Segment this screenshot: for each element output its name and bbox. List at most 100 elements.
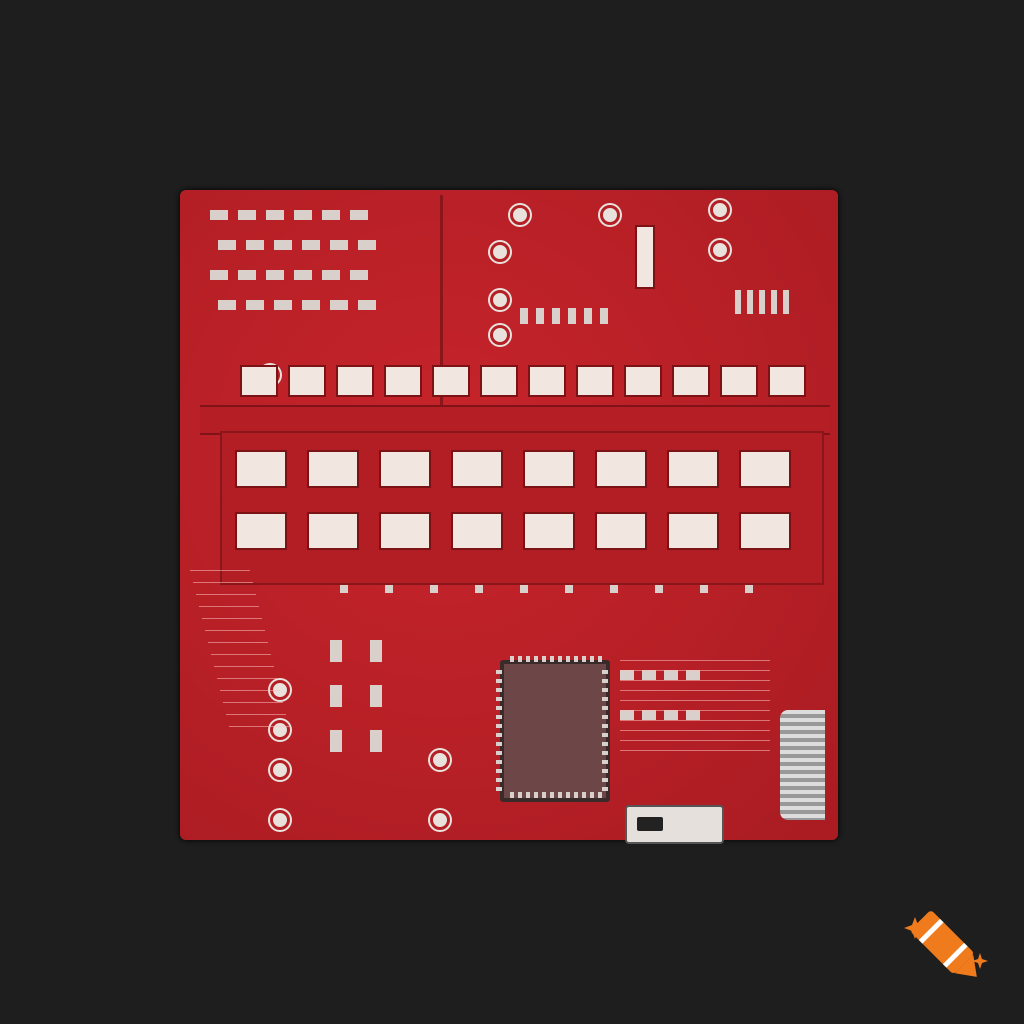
silkscreen-mark <box>600 308 608 324</box>
silkscreen-mark <box>238 270 256 280</box>
mounting-pad <box>600 205 620 225</box>
chip-pin <box>602 733 608 737</box>
circuit-trace <box>223 702 283 703</box>
silkscreen-mark <box>274 300 292 310</box>
via <box>340 585 348 593</box>
silkscreen-mark <box>322 270 340 280</box>
smd-component <box>664 710 678 720</box>
microcontroller-chip <box>496 656 610 802</box>
silkscreen-mark <box>350 270 368 280</box>
transistor-component <box>739 450 791 488</box>
smd-component <box>672 365 710 397</box>
circuit-trace <box>229 726 289 727</box>
circuit-trace <box>620 710 770 711</box>
circuit-trace <box>620 660 770 661</box>
chip-pin <box>590 656 594 662</box>
circuit-trace <box>190 570 250 571</box>
silkscreen-mark <box>210 270 228 280</box>
usb-port <box>625 805 724 844</box>
chip-pin <box>566 792 570 798</box>
transistor-component <box>739 512 791 550</box>
smd-component <box>624 365 662 397</box>
transistor-component <box>235 512 287 550</box>
chip-pin <box>496 688 502 692</box>
silkscreen-mark <box>218 300 236 310</box>
chip-pin <box>602 688 608 692</box>
smd-component <box>384 365 422 397</box>
chip-pin <box>602 760 608 764</box>
chip-pin <box>582 656 586 662</box>
silkscreen-mark <box>322 210 340 220</box>
mounting-pad <box>430 750 450 770</box>
silkscreen-mark <box>358 300 376 310</box>
transistor-component <box>523 512 575 550</box>
chip-pin <box>602 742 608 746</box>
smd-component <box>664 670 678 680</box>
circuit-trace <box>196 594 256 595</box>
circuit-trace <box>202 618 262 619</box>
smd-component <box>642 710 656 720</box>
chip-pin <box>496 769 502 773</box>
chip-pin <box>602 751 608 755</box>
smd-component <box>370 640 382 662</box>
circuit-trace <box>208 642 268 643</box>
circuit-trace <box>620 750 770 751</box>
chip-pin <box>526 792 530 798</box>
smd-component <box>620 670 634 680</box>
chip-pin <box>510 792 514 798</box>
circuit-trace <box>217 678 277 679</box>
chip-pin <box>558 656 562 662</box>
circuit-trace <box>205 630 265 631</box>
chip-pin <box>602 724 608 728</box>
smd-component <box>330 685 342 707</box>
silkscreen-mark <box>330 300 348 310</box>
chip-pin <box>526 656 530 662</box>
smd-component <box>686 670 700 680</box>
chip-pin <box>602 787 608 791</box>
transistor-component <box>307 450 359 488</box>
via <box>700 585 708 593</box>
circuit-trace <box>620 730 770 731</box>
smd-component <box>330 730 342 752</box>
circuit-trace <box>620 720 770 721</box>
mounting-pad <box>430 810 450 830</box>
transistor-component <box>667 512 719 550</box>
chip-pin <box>534 656 538 662</box>
smd-component <box>240 365 278 397</box>
crayon-icon <box>904 911 988 977</box>
smd-component <box>432 365 470 397</box>
smd-component <box>528 365 566 397</box>
smd-component <box>370 730 382 752</box>
chip-pin <box>602 670 608 674</box>
chip-pin <box>602 706 608 710</box>
watermark-logo <box>895 895 995 995</box>
chip-pin <box>510 656 514 662</box>
silkscreen-mark <box>274 240 292 250</box>
silkscreen-mark <box>735 290 741 314</box>
smd-component <box>620 710 634 720</box>
via <box>610 585 618 593</box>
chip-pin <box>550 656 554 662</box>
chip-pin <box>602 715 608 719</box>
mounting-pad <box>490 290 510 310</box>
silkscreen-mark <box>266 210 284 220</box>
smd-component <box>576 365 614 397</box>
chip-pin <box>542 656 546 662</box>
smd-component <box>686 710 700 720</box>
chip-pin <box>582 792 586 798</box>
smd-component <box>288 365 326 397</box>
silkscreen-mark <box>330 240 348 250</box>
via <box>385 585 393 593</box>
transistor-component <box>523 450 575 488</box>
transistor-component <box>595 512 647 550</box>
silkscreen-mark <box>238 210 256 220</box>
chip-pin <box>602 679 608 683</box>
transistor-component <box>451 512 503 550</box>
circuit-trace <box>620 680 770 681</box>
smd-component <box>336 365 374 397</box>
silkscreen-mark <box>302 300 320 310</box>
mounting-pad <box>270 760 290 780</box>
upper-divider <box>440 195 443 405</box>
chip-pin <box>496 751 502 755</box>
chip-pin <box>496 697 502 701</box>
